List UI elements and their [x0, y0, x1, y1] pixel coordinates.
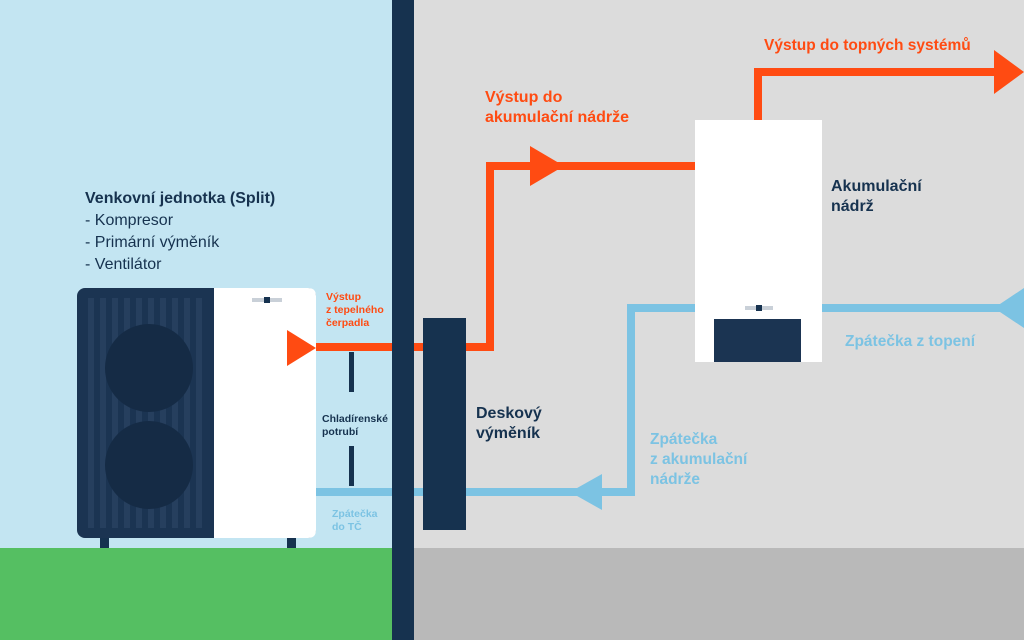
label-line: Výstup	[326, 291, 362, 303]
building-wall	[392, 0, 414, 640]
unit-panel	[214, 288, 316, 538]
outdoor-unit	[77, 288, 316, 548]
label-line: Zpátečka	[332, 508, 378, 520]
label-line: potrubí	[322, 426, 359, 438]
label-line: Výstup do	[485, 89, 563, 106]
outdoor-unit-item: - Kompresor	[85, 212, 174, 229]
label-line: Akumulační	[831, 178, 922, 195]
viessmann-logo-icon	[745, 305, 773, 311]
label-line: nádrže	[650, 471, 700, 488]
return-arrow-mid	[570, 474, 602, 510]
plate-heat-exchanger	[423, 318, 466, 530]
label-line: výměník	[476, 425, 541, 442]
label-line: čerpadla	[326, 317, 370, 329]
return-from-heating-pipe	[586, 288, 1024, 496]
unit-foot-left	[100, 536, 109, 548]
label-line: nádrž	[831, 198, 874, 215]
outdoor-unit-item: - Ventilátor	[85, 256, 162, 273]
label-line: z tepelného	[326, 304, 384, 316]
storage-tank-label: Akumulační nádrž	[831, 177, 922, 217]
storage-tank	[695, 120, 822, 362]
outdoor-unit-item: - Primární výměník	[85, 234, 220, 251]
unit-foot-right	[287, 536, 296, 548]
label-line: z akumulační	[650, 451, 748, 468]
outlet-to-tank-label: Výstup do akumulační nádrže	[485, 88, 629, 128]
plate-exchanger-label: Deskový výměník	[476, 404, 542, 444]
outdoor-unit-title: Venkovní jednotka (Split)	[85, 190, 276, 207]
refrigerant-pipes-label: Chladírenské potrubí	[322, 413, 388, 439]
return-from-heating-label: Zpátečka z topení	[845, 333, 976, 350]
outlet-to-heating-label: Výstup do topných systémů	[764, 37, 971, 54]
refrigerant-pipe-top	[349, 352, 354, 392]
outdoor-unit-description: Venkovní jednotka (Split) - Kompresor - …	[85, 188, 275, 276]
fan-top	[105, 324, 193, 412]
indoor-floor	[414, 548, 1024, 640]
unit-grille	[88, 298, 202, 528]
label-line: Deskový	[476, 405, 542, 422]
grass	[0, 548, 392, 640]
heat-pump-outlet-label: Výstup z tepelného čerpadla	[326, 291, 384, 330]
label-line: do TČ	[332, 521, 362, 533]
return-to-hp-label: Zpátečka do TČ	[332, 508, 378, 534]
viessmann-logo-icon	[252, 297, 282, 303]
outlet-arrow	[287, 330, 316, 366]
tank-control-panel	[714, 319, 801, 362]
label-line: Chladírenské	[322, 413, 388, 425]
return-from-tank-label: Zpátečka z akumulační nádrže	[650, 430, 747, 490]
fan-bottom	[105, 421, 193, 509]
label-line: akumulační nádrže	[485, 109, 630, 126]
outlet-to-heating-pipe	[754, 50, 1024, 125]
refrigerant-pipe-bottom	[349, 446, 354, 486]
label-line: Zpátečka	[650, 431, 718, 448]
